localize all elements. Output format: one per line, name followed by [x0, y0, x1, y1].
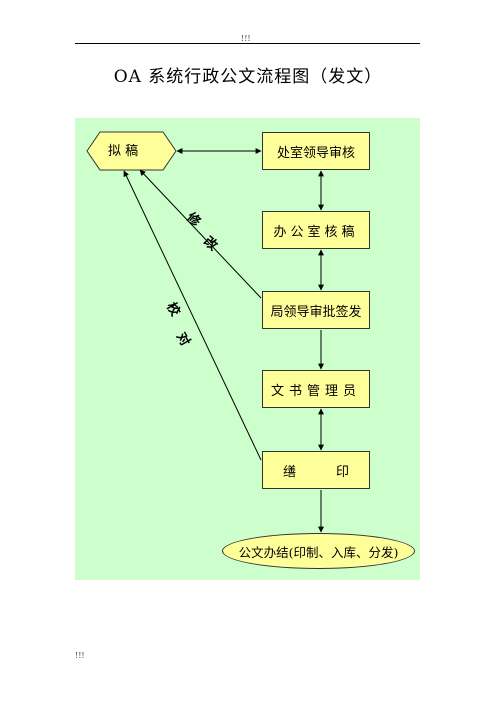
draft-label: 拟 稿 [108, 144, 139, 159]
page-title: OA 系统行政公文流程图（发文） [113, 67, 383, 87]
bureau-sign-node: 局领导审批签发 [262, 291, 370, 329]
edge-proofread [123, 170, 262, 461]
bureau-sign-label: 局领导审批签发 [270, 304, 362, 320]
supervisor-review-label: 处室领导审核 [276, 145, 355, 161]
supervisor-review-node: 处室领导审核 [262, 132, 370, 170]
draft-node [86, 131, 177, 171]
diagram-panel [75, 118, 420, 580]
edge-revise [139, 169, 262, 299]
clerk-node: 文书管理员 [262, 370, 370, 408]
done-node: 公文办结(印制、入库、分发) [222, 533, 415, 569]
print-label-right: 印 [336, 464, 350, 480]
print-label-left: 缮 [282, 464, 296, 480]
clerk-label: 文书管理员 [270, 383, 361, 399]
header-rule [75, 43, 420, 44]
header-mark: !!! [241, 34, 251, 43]
print-node: 缮 印 [262, 451, 370, 489]
office-check-node: 办公室核稿 [262, 211, 370, 249]
footer-mark: !!! [75, 651, 85, 660]
office-check-label: 办公室核稿 [273, 224, 359, 240]
done-label: 公文办结(印制、入库、分发) [238, 544, 399, 560]
